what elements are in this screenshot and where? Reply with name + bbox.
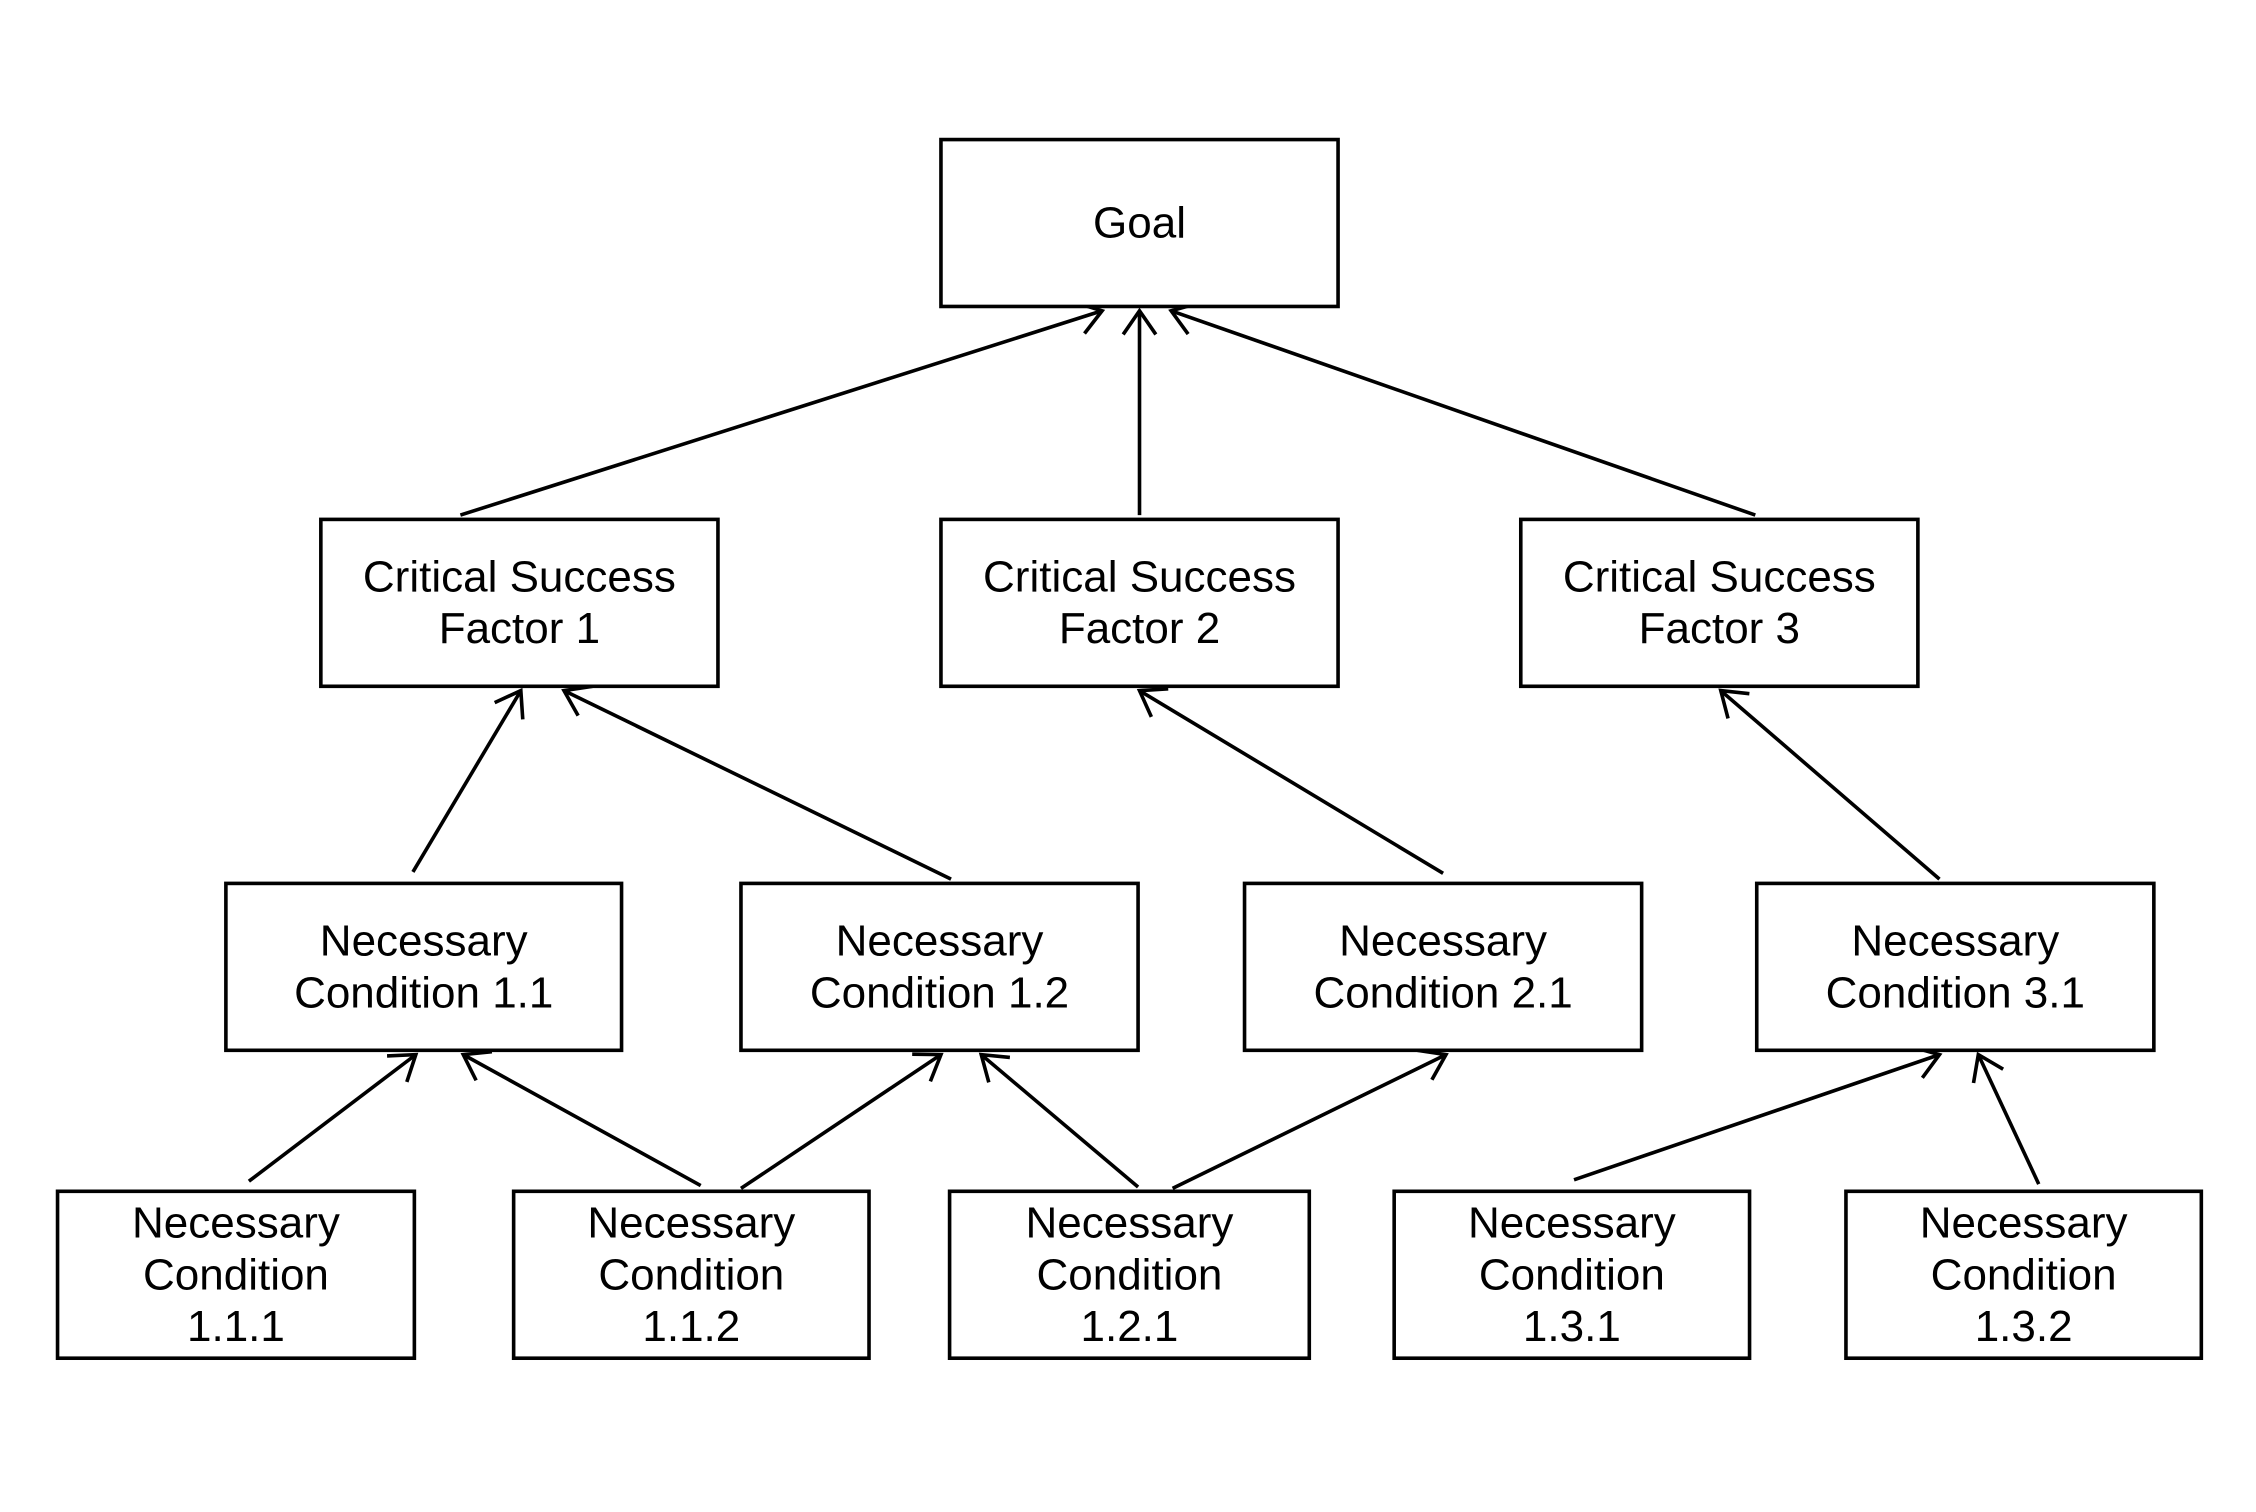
edge-nc11-to-csf1 <box>411 687 525 873</box>
node-label-line: Necessary <box>1026 1198 1234 1247</box>
edge-line <box>1719 689 1941 881</box>
node-box <box>511 1189 871 1361</box>
arrowhead <box>386 1052 419 1083</box>
node-label-line: Condition <box>598 1250 784 1299</box>
node-label-line: Necessary <box>132 1198 340 1247</box>
node-label-line: Critical Success <box>1563 552 1876 601</box>
arrowhead <box>912 1052 944 1083</box>
edge-line <box>459 309 1103 517</box>
node-box <box>224 881 624 1053</box>
node-box <box>939 137 1340 309</box>
node-box <box>319 517 720 689</box>
node-box <box>939 517 1340 689</box>
edge-nc31-to-csf3 <box>1718 688 1941 881</box>
edge-nc12-to-csf1 <box>561 684 952 881</box>
edge-nc111-to-nc11 <box>247 1052 419 1183</box>
edge-nc121-to-nc21 <box>1171 1048 1449 1191</box>
node-label-line: Necessary <box>1920 1198 2128 1247</box>
node-label-line: Factor 3 <box>1639 604 1800 653</box>
node-box <box>1242 881 1644 1053</box>
node-label-line: 1.1.1 <box>187 1302 285 1351</box>
edge-nc132-to-nc31 <box>1971 1051 2041 1185</box>
node-label-line: Condition <box>1479 1250 1665 1299</box>
edges-layer <box>247 300 2041 1191</box>
arrowhead <box>1121 307 1158 336</box>
node-label-line: Critical Success <box>983 552 1296 601</box>
edge-line <box>563 688 952 881</box>
node-box <box>1844 1189 2204 1361</box>
edge-nc112-to-nc11 <box>460 1049 702 1188</box>
node-label-line: Necessary <box>1339 916 1547 965</box>
edge-csf1-to-goal <box>459 300 1106 517</box>
edge-csf3-to-goal <box>1168 301 1756 517</box>
node-label-line: 1.2.1 <box>1081 1302 1179 1351</box>
arrowhead <box>1718 688 1750 719</box>
node-box <box>947 1189 1312 1361</box>
node-label-line: 1.1.2 <box>642 1302 740 1351</box>
node-box <box>1518 517 1920 689</box>
node-label-line: Necessary <box>1468 1198 1676 1247</box>
node-label-line: Factor 2 <box>1059 604 1220 653</box>
node-label-line: Condition <box>143 1250 329 1299</box>
edge-line <box>1138 689 1445 875</box>
arrowhead <box>1971 1051 2005 1084</box>
arrowhead <box>493 687 525 720</box>
node-label-line: 1.3.2 <box>1975 1302 2073 1351</box>
edge-nc21-to-csf2 <box>1136 687 1445 875</box>
node-label-line: Necessary <box>587 1198 795 1247</box>
edge-line <box>411 689 523 873</box>
edge-nc131-to-nc31 <box>1573 1045 1943 1182</box>
node-label-line: Condition <box>1931 1250 2117 1299</box>
edge-line <box>1171 1053 1447 1191</box>
edge-csf2-to-goal <box>1121 307 1158 516</box>
node-label-line: Factor 1 <box>439 604 600 653</box>
node-label-line: Condition 1.1 <box>294 968 553 1017</box>
node-box <box>739 881 1140 1053</box>
node-label-line: Necessary <box>836 916 1044 965</box>
node-label-line: Condition 1.2 <box>810 968 1069 1017</box>
edge-nc121-to-nc12 <box>978 1052 1140 1189</box>
edge-line <box>1573 1052 1941 1182</box>
node-label-line: Necessary <box>320 916 528 965</box>
arrowhead <box>460 1049 493 1082</box>
arrowhead <box>978 1052 1011 1083</box>
node-label-line: 1.3.1 <box>1523 1302 1621 1351</box>
edge-line <box>1976 1053 2041 1185</box>
arrowhead <box>1136 687 1169 718</box>
edge-line <box>247 1053 417 1183</box>
node-label-line: Necessary <box>1851 916 2059 965</box>
node-label-line: Condition 2.1 <box>1313 968 1572 1017</box>
node-label-line: Condition <box>1036 1250 1222 1299</box>
node-label-line: Critical Success <box>363 552 676 601</box>
node-box <box>55 1189 417 1361</box>
node-label-line: Condition 3.1 <box>1826 968 2085 1017</box>
edge-line <box>980 1053 1140 1189</box>
edge-line <box>462 1053 702 1188</box>
edge-line <box>739 1053 942 1190</box>
edge-line <box>1170 309 1756 517</box>
node-label-line: Goal <box>1093 199 1186 248</box>
node-box <box>1392 1189 1752 1361</box>
node-goal: Goal <box>939 137 1340 309</box>
node-box <box>1754 881 2156 1053</box>
edge-nc112-to-nc12 <box>739 1052 944 1190</box>
